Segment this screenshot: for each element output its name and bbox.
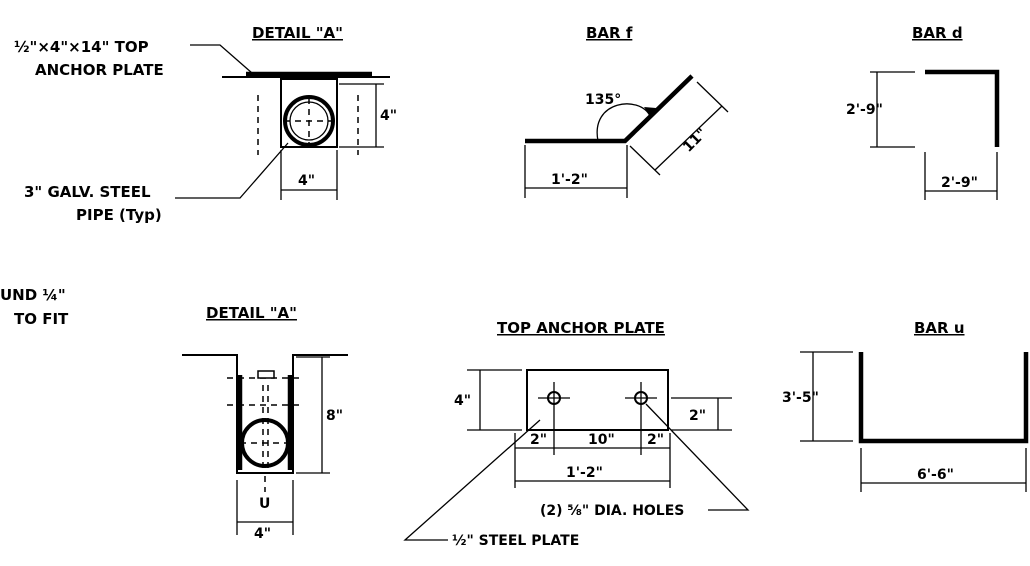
holes-leader — [645, 403, 750, 511]
top-anchor-plate-title: TOP ANCHOR PLATE — [497, 319, 665, 337]
detail-a-top-width: 4" — [298, 173, 315, 189]
ext-line — [629, 145, 661, 176]
bar-u-width: 6'-6" — [917, 467, 954, 483]
partial-note: UND ¼" TO FIT — [0, 286, 69, 328]
partial-note-line2: TO FIT — [14, 310, 69, 328]
plate-edge-right-bottom: 2" — [647, 432, 664, 448]
pipe-leader-line — [175, 142, 289, 199]
plate-outline — [526, 369, 669, 431]
bar-f-shape — [525, 74, 694, 144]
plate-leader-line — [190, 44, 253, 74]
bar-u-height: 3'-5" — [782, 390, 819, 406]
bar-f-leg: 11" — [680, 125, 710, 155]
bar-d-shape — [925, 69, 1000, 147]
plate-edge-left: 2" — [530, 432, 547, 448]
partial-note-line1: UND ¼" — [0, 286, 66, 304]
detail-a-bottom-title: DETAIL "A" — [206, 304, 297, 322]
bar-f-leg-dim — [654, 105, 723, 171]
detail-a-top-height: 4" — [380, 108, 397, 124]
top-anchor-plate: TOP ANCHOR PLATE 4" 2" 2" 10" 2" 1'-2" (… — [403, 319, 750, 549]
detail-a-top-title: DETAIL "A" — [252, 24, 343, 42]
plate-height: 4" — [454, 393, 471, 409]
bar-f-angle-arrow — [644, 107, 656, 116]
plate-edge-right: 2" — [689, 408, 706, 424]
plate-callout-line2: ANCHOR PLATE — [35, 61, 164, 79]
bar-d-horizontal: 2'-9" — [941, 175, 978, 191]
detail-a-bottom-bar-label: U — [259, 496, 270, 512]
plate-note-leader — [403, 419, 541, 541]
bar-d: BAR d 2'-9" 2'-9" — [846, 24, 1000, 200]
bar-u-title: BAR u — [914, 319, 965, 337]
plate-spacing: 10" — [588, 432, 615, 448]
plate-total: 1'-2" — [566, 465, 603, 481]
pipe-callout-line1: 3" GALV. STEEL — [24, 183, 151, 201]
bolt-head — [257, 370, 275, 379]
plate-note: ½" STEEL PLATE — [452, 533, 579, 549]
detail-a-top: DETAIL "A" ½"×4"×14" TOP ANCHOR PLATE 4"… — [14, 24, 397, 224]
holes-note: (2) ⅝" DIA. HOLES — [540, 503, 684, 519]
bar-f: BAR f 135° 1'-2" 11" — [524, 24, 729, 198]
bar-f-title: BAR f — [586, 24, 633, 42]
bar-d-title: BAR d — [912, 24, 963, 42]
detail-a-bottom-channel — [182, 354, 348, 474]
detail-a-bottom-width: 4" — [254, 526, 271, 542]
bar-d-vertical: 2'-9" — [846, 102, 883, 118]
ext-line — [696, 81, 729, 113]
bar-u-shape — [858, 352, 1029, 444]
detail-a-bottom: DETAIL "A" U 8" 4" — [182, 304, 348, 542]
bar-f-base: 1'-2" — [551, 172, 588, 188]
detail-a-bottom-height: 8" — [326, 408, 343, 424]
bar-f-angle-arc — [596, 103, 651, 142]
bar-f-angle: 135° — [585, 92, 621, 108]
plate-callout-line1: ½"×4"×14" TOP — [14, 38, 149, 56]
pipe-callout-line2: PIPE (Typ) — [76, 206, 162, 224]
bar-u: BAR u 3'-5" 6'-6" — [782, 319, 1029, 492]
